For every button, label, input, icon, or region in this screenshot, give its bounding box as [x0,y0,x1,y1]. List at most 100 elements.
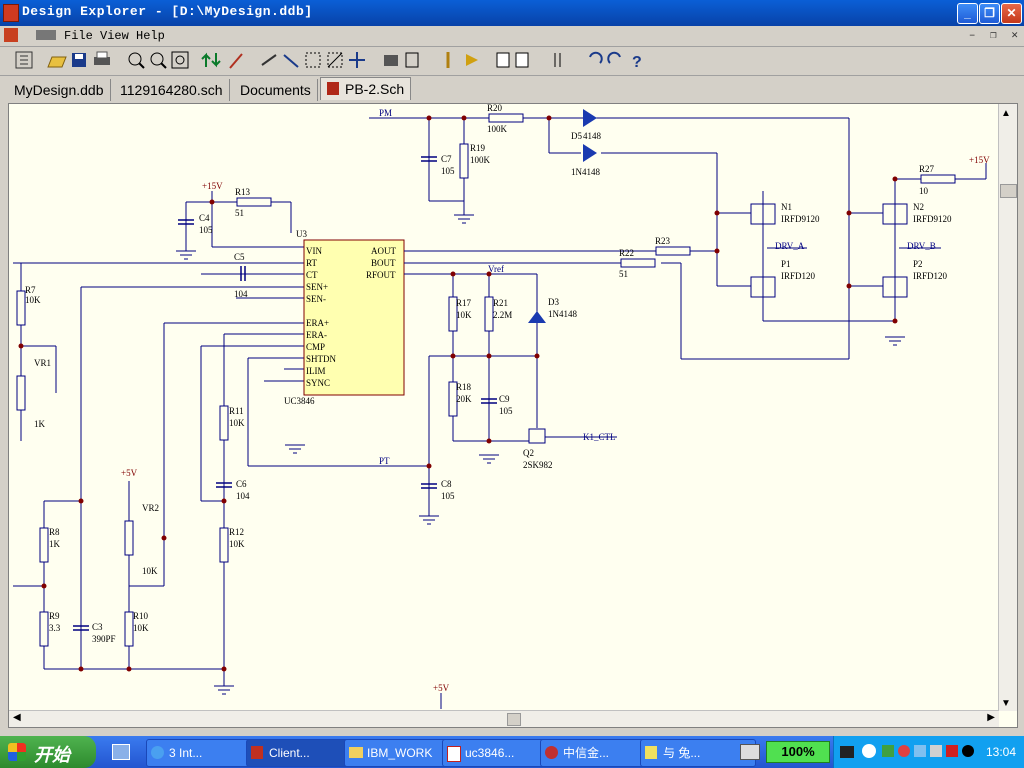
task-zhongxin[interactable]: 中信金... [540,739,656,767]
horizontal-scrollbar[interactable]: ◀ ▶ [9,710,999,727]
pin-cmp: CMP [306,342,325,352]
zoom-indicator[interactable]: 100% [766,741,830,763]
align-icon[interactable] [554,53,561,67]
task-chat[interactable]: 与 兔... [640,739,756,767]
tree-icon[interactable] [15,51,33,69]
window-title: Design Explorer - [D:\MyDesign.ddb] [22,4,313,19]
hierarchy-icon[interactable] [201,52,221,68]
pointer-icon[interactable] [466,54,478,66]
tray-app-icon[interactable] [882,745,894,757]
horizontal-scroll-thumb[interactable] [507,713,521,726]
zoom-fit-icon[interactable] [171,51,189,69]
start-label: 开始 [34,745,70,765]
vertical-scrollbar[interactable]: ▲ ▼ [998,104,1017,711]
select-icon[interactable] [305,52,321,68]
p2-label: P2 [913,259,923,269]
schematic-canvas[interactable]: PM PT Vref K1_CTL DRV_A DRV_B +15V +15V … [8,103,1018,728]
book-icon[interactable] [496,52,510,68]
vr1-value: 1K [34,419,46,429]
volume-icon[interactable] [930,745,942,757]
schematic-doc-icon [327,82,339,95]
q2-part: 2SK982 [523,460,553,470]
close-button[interactable]: ✕ [1001,3,1022,24]
c4-label: C4 [199,213,210,223]
d5-label: D5 [571,131,582,141]
print-icon[interactable] [94,51,110,65]
tab-pb2-sch[interactable]: PB-2.Sch [320,77,412,100]
r23-label: R23 [655,236,671,246]
r11-value: 10K [229,418,245,428]
q2-label: Q2 [523,448,534,458]
mdi-minimize-button[interactable]: – [968,30,976,42]
title-bar: Design Explorer - [D:\MyDesign.ddb] _ ❐ … [0,0,1024,26]
net-pt: PT [379,456,390,466]
zoom-out-icon[interactable] [150,52,167,69]
task-ie[interactable]: 3 Int... [146,739,262,767]
r20-label: R20 [487,104,503,113]
wire-icon[interactable] [261,54,277,66]
chevron-icon[interactable] [862,744,876,758]
menu-file[interactable]: File [64,29,93,43]
show-desktop-icon[interactable] [112,744,130,760]
task-ie-label: 3 Int... [169,746,203,760]
minimize-button[interactable]: _ [957,3,978,24]
task-client[interactable]: Client... [246,739,362,767]
help-icon[interactable]: ? [632,54,642,71]
pin-era-plus: ERA+ [306,318,329,328]
doc-icon[interactable] [4,28,18,42]
move-icon[interactable] [349,52,365,68]
start-button[interactable]: 开始 [0,736,96,768]
c9-label: C9 [499,394,510,404]
qq-icon[interactable] [962,745,974,757]
taskbar: 开始 3 Int... Client... IBM_WORK uc3846...… [0,736,1024,768]
tray-red-icon[interactable] [898,745,910,757]
wand-icon[interactable] [229,53,243,69]
pin-aout: AOUT [371,246,396,256]
book2-icon[interactable] [515,52,529,68]
c9-value: 105 [499,406,513,416]
scroll-right-arrow[interactable]: ▶ [987,712,995,723]
restore-button[interactable]: ❐ [979,3,1000,24]
vertical-scroll-thumb[interactable] [1000,184,1017,198]
undo-icon[interactable] [589,51,603,64]
r7-label: R7 [25,285,36,295]
zoom-in-icon[interactable] [128,52,145,69]
tab-sch-1129164280[interactable]: 1129164280.sch [114,79,230,101]
scroll-down-arrow[interactable]: ▼ [1001,698,1011,709]
pin-ilim: ILIM [306,366,326,376]
scroll-up-arrow[interactable]: ▲ [1001,108,1011,119]
net-drv-a: DRV_A [775,241,805,251]
tab-documents[interactable]: Documents [234,79,318,101]
scroll-left-arrow[interactable]: ◀ [13,712,21,723]
app-icon[interactable] [3,4,19,22]
r12-label: R12 [229,527,244,537]
r17-value: 10K [456,310,472,320]
keyboard-icon[interactable] [740,744,760,760]
power-icon[interactable] [840,746,854,758]
r13-value: 51 [235,208,244,218]
p1-label: P1 [781,259,791,269]
tab-mydesign[interactable]: MyDesign.ddb [8,79,111,101]
library-icon[interactable] [384,55,398,66]
protel-icon [251,746,263,759]
arrow-icon[interactable] [36,30,56,40]
bus-icon[interactable] [283,54,299,68]
antivirus-icon[interactable] [946,745,958,757]
task-ibm-work-label: IBM_WORK [367,746,433,760]
task-uc3846[interactable]: uc3846... [442,739,558,767]
mdi-close-button[interactable]: ✕ [1011,30,1018,42]
menu-help[interactable]: Help [136,29,165,43]
menu-view[interactable]: View [100,29,129,43]
c7-value: 105 [441,166,455,176]
p1-part: IRFD120 [781,271,816,281]
save-icon[interactable] [72,53,86,67]
redo-icon[interactable] [607,51,621,64]
tab-pb2-sch-label: PB-2.Sch [345,81,405,97]
r8-value: 1K [49,539,61,549]
mdi-restore-button[interactable]: ❐ [990,30,997,42]
open-icon[interactable] [47,56,67,68]
task-ibm-work[interactable]: IBM_WORK [344,739,460,767]
network-icon[interactable] [914,745,926,757]
component-icon[interactable] [405,52,419,68]
deselect-icon[interactable] [327,52,343,68]
